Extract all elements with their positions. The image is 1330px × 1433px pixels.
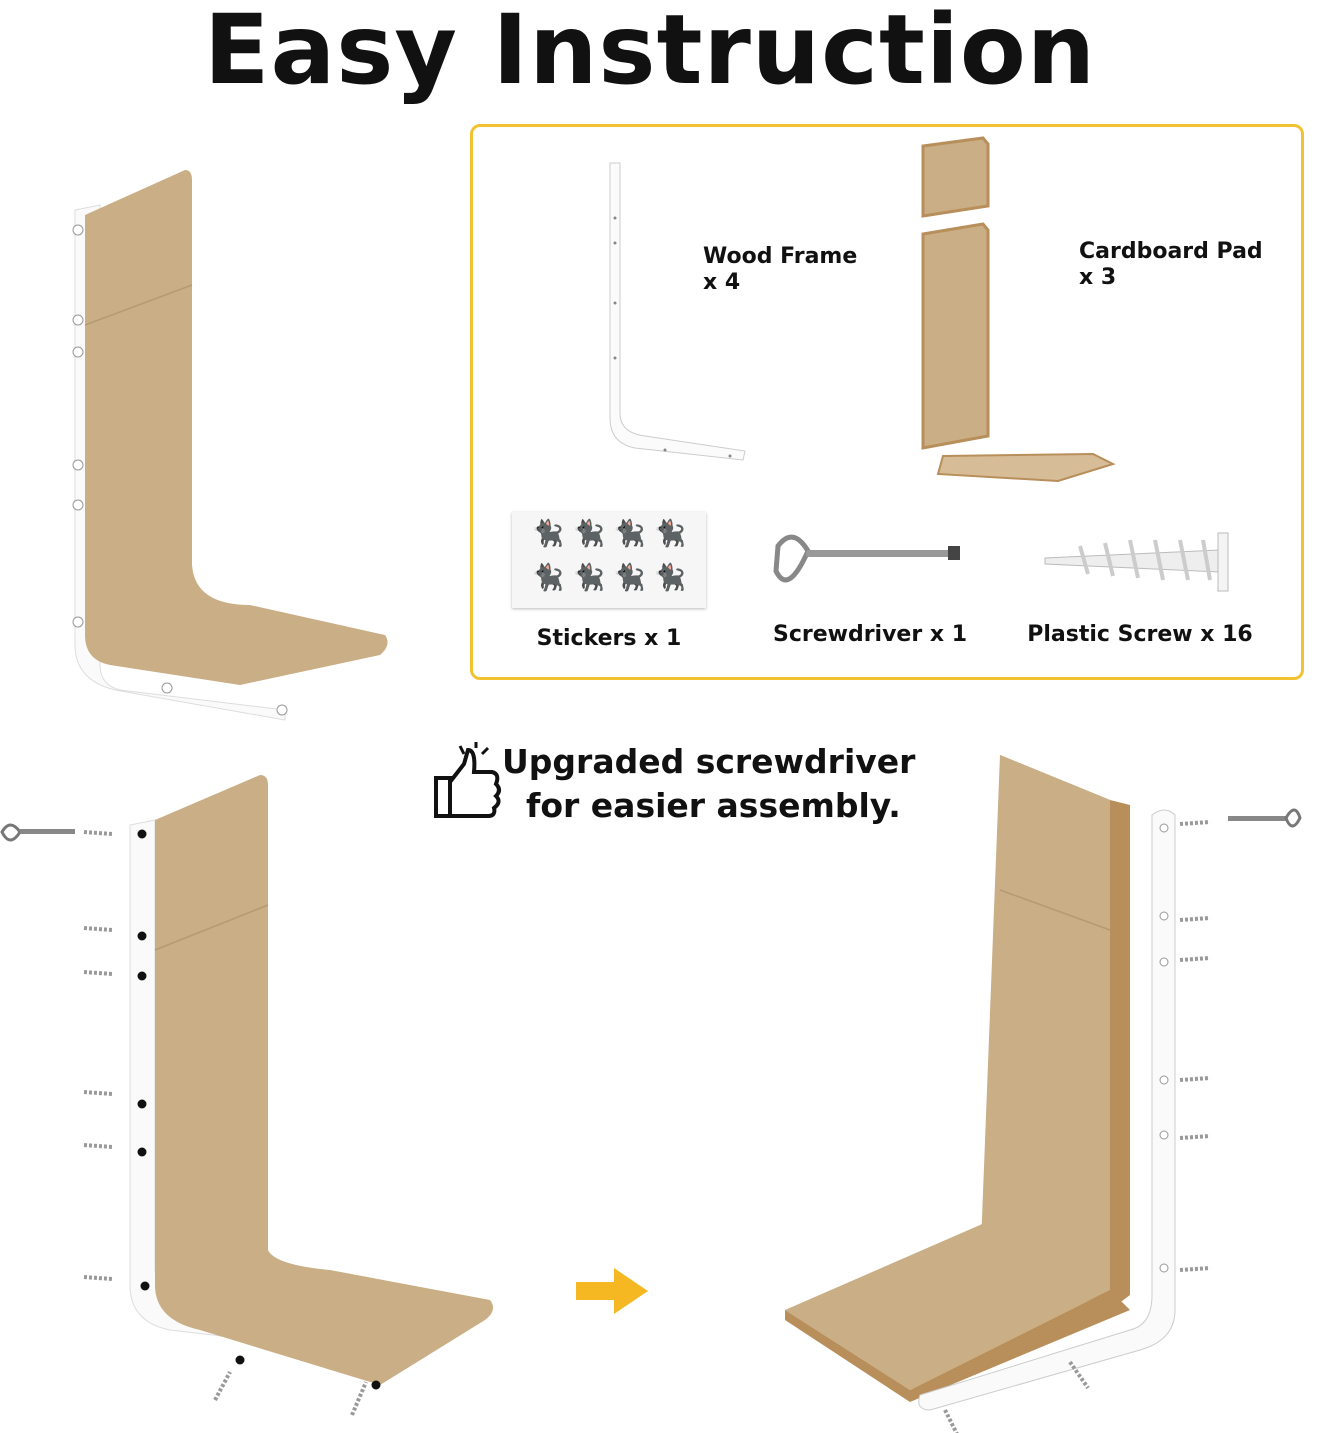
upgrade-note: Upgraded screwdriver for easier assembly…	[502, 740, 915, 828]
thumbs-up-icon	[434, 742, 501, 818]
wood-frame-qty: x 4	[703, 270, 741, 295]
screwdriver-label: Screwdriver x 1	[772, 622, 968, 647]
wood-frame-image	[609, 162, 746, 461]
stickers-image: 🐈‍⬛ 🐈‍⬛ 🐈‍⬛ 🐈‍⬛🐈‍⬛ 🐈‍⬛ 🐈‍⬛ 🐈‍⬛	[512, 512, 706, 608]
cardboard-pad-label: Cardboard Pad	[1079, 239, 1263, 264]
stickers-label: Stickers x 1	[536, 626, 682, 651]
screwdriver-image	[773, 534, 960, 583]
arrow-right-icon	[576, 1268, 648, 1314]
upgrade-line-1: Upgraded screwdriver	[502, 742, 916, 781]
plastic-screw-label: Plastic Screw x 16	[1027, 622, 1253, 647]
wood-frame-label: Wood Frame	[703, 244, 858, 269]
assembled-scratcher-image	[72, 170, 388, 721]
cardboard-pad-image	[921, 136, 1116, 483]
upgrade-line-2: for easier assembly.	[526, 786, 901, 825]
cardboard-pad-qty: x 3	[1079, 265, 1117, 290]
page-title: Easy Instruction	[203, 0, 1097, 106]
assembly-step-left-image	[0, 775, 494, 1416]
plastic-screw-image	[1044, 532, 1229, 592]
parts-list-box	[470, 124, 1304, 680]
assembly-step-right-image	[785, 755, 1302, 1433]
